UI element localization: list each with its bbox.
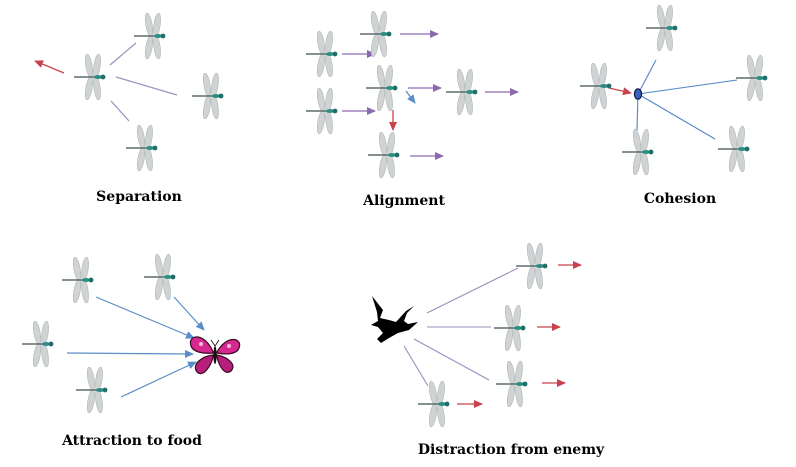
- heading-arrow: [405, 90, 416, 104]
- dragonfly-icon: [367, 130, 401, 180]
- distraction-link: [426, 267, 519, 314]
- dragonfly-icon: [75, 365, 109, 415]
- cohesion-link: [637, 79, 738, 95]
- dragonfly-icon: [359, 9, 393, 59]
- cohesion-link: [637, 93, 716, 140]
- cohesion-link: [636, 93, 639, 131]
- separation-link: [109, 42, 137, 66]
- dragonfly-icon: [365, 63, 399, 113]
- dragonfly-icon: [61, 255, 95, 305]
- cohesion-caption: Cohesion: [643, 191, 717, 207]
- separation-link: [115, 76, 178, 96]
- distraction-link: [403, 345, 429, 387]
- dragonfly-icon: [493, 303, 527, 353]
- dragonfly-icon: [445, 67, 479, 117]
- attraction-arrow: [173, 296, 205, 331]
- distraction-link: [413, 338, 490, 381]
- cohesion-pull-arrow: [608, 87, 632, 96]
- dragonfly-icon: [515, 241, 549, 291]
- dragonfly-icon: [21, 319, 55, 369]
- distraction-panel: [371, 241, 582, 429]
- dragonfly-icon: [735, 53, 769, 103]
- dragonfly-icon: [305, 29, 339, 79]
- attraction-arrow: [120, 361, 197, 398]
- dragonfly-icon: [645, 3, 679, 53]
- dragonfly-icon: [717, 124, 751, 174]
- cohesion-panel: [579, 3, 769, 177]
- dragonfly-icon: [621, 127, 655, 177]
- alignment-panel: [305, 9, 519, 180]
- distraction-caption: Distraction from enemy: [417, 442, 605, 458]
- dragonfly-icon: [73, 52, 107, 102]
- separation-link: [110, 100, 130, 122]
- dragonfly-icon: [417, 379, 451, 429]
- cohesion-link: [637, 59, 657, 95]
- dragonfly-icon: [125, 123, 159, 173]
- separation-repulsion-arrow: [34, 60, 65, 74]
- separation-panel: [34, 11, 225, 173]
- alignment-caption: Alignment: [363, 193, 445, 209]
- bird-icon: [371, 296, 418, 343]
- dragonfly-icon: [579, 61, 613, 111]
- dragonfly-icon: [143, 252, 177, 302]
- attraction-caption: Attraction to food: [62, 433, 202, 449]
- attraction-arrow: [66, 349, 194, 358]
- dragonfly-icon: [133, 11, 167, 61]
- dragonfly-icon: [495, 359, 529, 409]
- separation-caption: Separation: [96, 189, 182, 205]
- attraction-arrow: [95, 296, 195, 339]
- dragonfly-icon: [305, 86, 339, 136]
- butterfly-icon: [189, 336, 241, 375]
- dragonfly-icon: [191, 71, 225, 121]
- center-of-mass-icon: [633, 88, 643, 100]
- attraction-panel: [21, 252, 241, 415]
